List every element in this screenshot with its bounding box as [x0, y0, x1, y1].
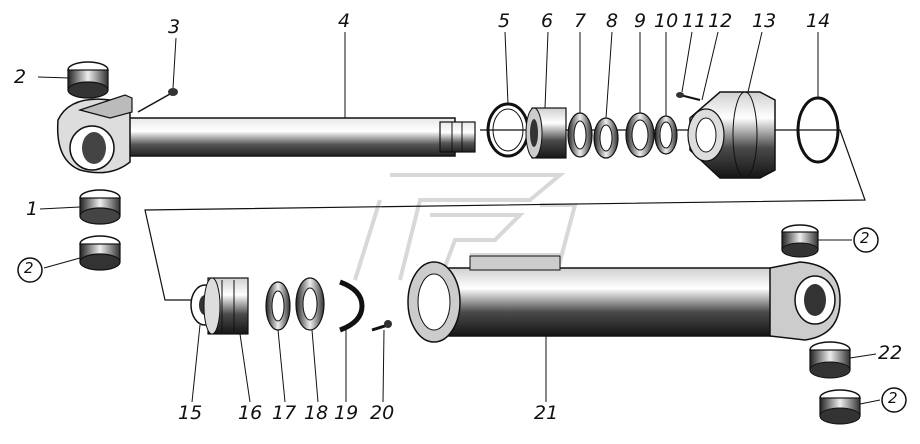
cylinder-barrel-21 [407, 255, 841, 343]
callout-20: 20 [370, 402, 395, 424]
callout-7: 7 [574, 10, 587, 32]
callout-2-left-circled: 2 [24, 259, 34, 277]
bushing-top-left [67, 61, 109, 99]
callout-11: 11 [682, 10, 707, 32]
bushing-22 [809, 341, 851, 379]
callout-17: 17 [272, 402, 297, 424]
ring-10 [654, 115, 678, 155]
circled-callouts [17, 227, 907, 413]
callout-21: 21 [534, 402, 559, 424]
callout-10: 10 [654, 10, 679, 32]
callout-15: 15 [178, 402, 203, 424]
grease-fitting [137, 88, 178, 113]
callout-2-top: 2 [14, 66, 27, 88]
callout-8: 8 [606, 10, 619, 32]
screw-11 [676, 92, 701, 101]
nut-6 [525, 107, 567, 159]
bushing-2-left [79, 235, 121, 271]
assembly-guide-lines [144, 129, 866, 301]
callout-9: 9 [634, 10, 647, 32]
callout-1: 1 [26, 198, 39, 220]
seal-ring-17 [265, 281, 291, 331]
callout-13: 13 [752, 10, 777, 32]
piston-ring-16 [203, 277, 249, 335]
ring-8 [593, 117, 619, 159]
callout-14: 14 [806, 10, 831, 32]
guide-ring-18 [295, 277, 325, 331]
bolt-20 [371, 320, 392, 332]
callout-18: 18 [304, 402, 329, 424]
split-ring-19 [339, 279, 365, 333]
callout-5: 5 [498, 10, 511, 32]
callout-6: 6 [541, 10, 554, 32]
leader-lines [37, 31, 881, 405]
seal-7 [567, 112, 593, 158]
callout-16: 16 [238, 402, 263, 424]
cylinder-head-13 [687, 91, 776, 179]
piston-rod [56, 94, 476, 174]
bushing-2-right-bottom [819, 389, 861, 425]
callout-2-bottom-circled: 2 [888, 389, 898, 407]
watermark-logo [353, 173, 578, 282]
bushing-1 [79, 189, 121, 225]
bushing-2-right-top [781, 224, 819, 258]
callout-22: 22 [878, 342, 903, 364]
callout-19: 19 [334, 402, 359, 424]
callout-12: 12 [708, 10, 733, 32]
callout-4: 4 [338, 10, 351, 32]
callout-3: 3 [168, 16, 181, 38]
callout-2-right-circled: 2 [860, 229, 870, 247]
ring-9 [625, 112, 655, 158]
